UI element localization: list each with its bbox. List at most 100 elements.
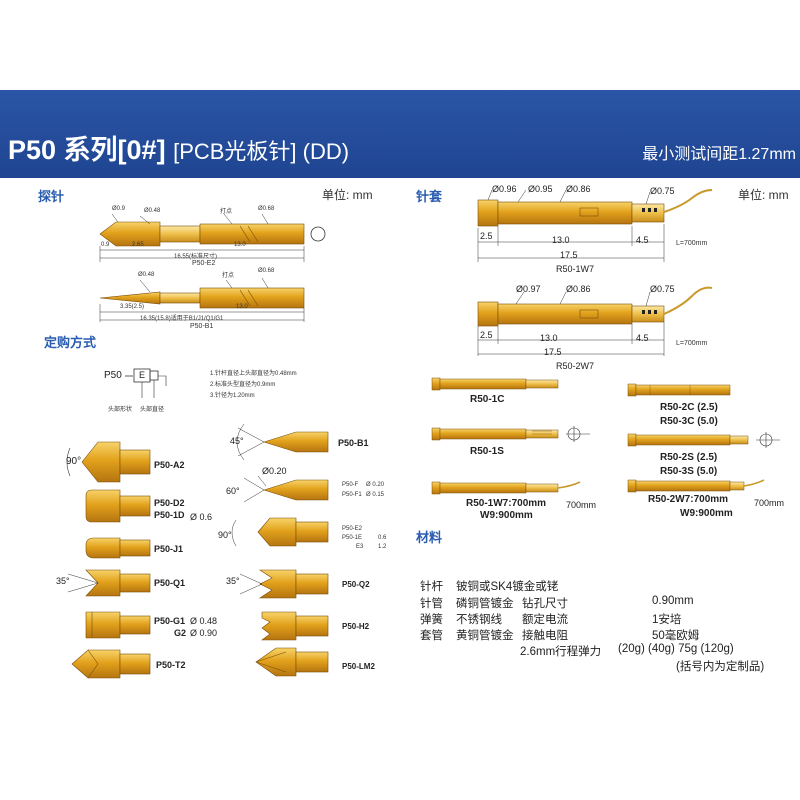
e2-len3: 13.0 — [234, 242, 246, 248]
mat-spec-2: 钻孔尺寸 — [522, 598, 568, 610]
f-angle: 60° — [226, 486, 240, 496]
mat-value-2: 0.90mm — [652, 595, 694, 607]
b1-len2: 13.0 — [236, 304, 248, 310]
mat-value-4: 50毫欧姆 — [652, 630, 700, 642]
w2-dia-1: Ø0.97 — [516, 284, 541, 294]
b1-name: P50-B1 — [190, 323, 214, 330]
e2-dia-tip: Ø0.9 — [112, 206, 126, 212]
tip-b1-label: P50-B1 — [338, 438, 369, 448]
mat-material-4: 黄铜管镀金 — [456, 630, 514, 642]
b1-len1: 3.35(2.5) — [120, 304, 145, 310]
tip-q2-label: P50-Q2 — [342, 580, 370, 589]
w7-wire: L=700mm — [676, 240, 708, 247]
r1c-label: R50-1C — [470, 394, 505, 405]
r3c-label: R50-3C (5.0) — [660, 416, 718, 427]
w7-total: 17.5 — [560, 250, 578, 260]
w2-dia-3: Ø0.75 — [650, 284, 675, 294]
mat-note: (括号内为定制品) — [676, 661, 765, 673]
b1-dia-body: Ø0.68 — [258, 268, 275, 274]
order-note-3: 3.针径为1.20mm — [210, 393, 255, 399]
order-code-prefix: P50 — [104, 370, 122, 381]
mat-spec-3: 额定电流 — [522, 614, 568, 626]
w2-len-2: 13.0 — [540, 333, 558, 343]
order-note-1: 1.针杆直径上头部直径为0.48mm — [210, 371, 297, 377]
rw-left-line1: R50-1W7:700mm — [466, 498, 547, 509]
tip-lm2-label: P50-LM2 — [342, 662, 375, 671]
e2-angle: 90° — [218, 530, 232, 540]
r2c-label: R50-2C (2.5) — [660, 402, 718, 413]
order-tag-shape: 头部形状 — [108, 407, 133, 413]
w7-dia-2: Ø0.95 — [528, 184, 553, 194]
tip-f-label: P50-F — [342, 482, 359, 488]
tip-g2-label: G2 — [174, 628, 187, 638]
tip-j1-label: P50-J1 — [154, 544, 184, 554]
w2-name: R50-2W7 — [556, 361, 595, 371]
w7-len-3: 4.5 — [636, 235, 649, 245]
mat-force-values: (20g) (40g) 75g (120g) — [618, 643, 734, 655]
order-note-2: 2.标准头型直径为0.9mm — [210, 382, 276, 388]
title-main: P50 系列[0#] — [8, 135, 166, 165]
b1-dia-neck: Ø0.48 — [138, 272, 155, 278]
rw-left-line2: W9:900mm — [480, 510, 533, 521]
socket-unit: 单位: mm — [738, 188, 789, 202]
tip-g1-dim: Ø 0.48 — [190, 616, 218, 626]
order-tag-diameter: 头部直径 — [140, 407, 165, 413]
a2-angle: 90° — [66, 456, 82, 467]
tip-g1-label: P50-G1 — [154, 616, 186, 626]
probe-unit: 单位: mm — [322, 188, 373, 202]
w7-name: R50-1W7 — [556, 264, 595, 274]
mat-material-2: 磷铜管镀金 — [456, 598, 514, 610]
mat-part-2: 针管 — [420, 598, 443, 610]
socket-section-title: 针套 — [416, 189, 443, 204]
e2-len1: 0.9 — [101, 242, 110, 248]
r3s-label: R50-3S (5.0) — [660, 466, 718, 477]
w2-wire: L=700mm — [676, 340, 708, 347]
e2-dia-neck: Ø0.48 — [144, 208, 161, 214]
tip-d2-dim: Ø 0.6 — [190, 512, 213, 522]
mat-force-label: 2.6mm行程弹力 — [520, 646, 602, 658]
header-banner — [0, 90, 800, 178]
w2-len-1: 2.5 — [480, 330, 493, 340]
rw-right-line2: W9:900mm — [680, 508, 733, 519]
f-top-dim: Ø0.20 — [262, 466, 287, 476]
e2-dia-body: Ø0.68 — [258, 206, 275, 212]
w7-len-2: 13.0 — [552, 235, 570, 245]
b1-mark: 打点 — [222, 273, 235, 279]
mat-spec-4: 接触电阻 — [522, 630, 568, 642]
tip-q1-label: P50-Q1 — [154, 578, 186, 588]
title-sub: [PCB光板针] (DD) — [173, 139, 350, 164]
tip-1d-label: P50-1D — [154, 510, 185, 520]
rw-right-length: 700mm — [754, 498, 785, 508]
e2-mark: 打点 — [220, 209, 233, 215]
w7-dia-1: Ø0.96 — [492, 184, 517, 194]
probe-section-title: 探针 — [38, 189, 65, 204]
mat-value-3: 1安培 — [652, 614, 682, 626]
w7-dia-3: Ø0.86 — [566, 184, 591, 194]
order-code-box: E — [139, 370, 146, 380]
mat-part-1: 针杆 — [420, 581, 443, 593]
tip-e2-label: P50-E2 — [342, 526, 363, 532]
tip-f1-dim: Ø 0.15 — [366, 492, 385, 498]
mat-part-3: 弹簧 — [420, 614, 443, 626]
e2-len2: 2.65 — [132, 242, 144, 248]
q2-angle: 35° — [226, 576, 240, 586]
tip-e-dim2: 1.2 — [378, 544, 387, 550]
tip-e-dim1: 0.6 — [378, 535, 387, 541]
rw-left-length: 700mm — [566, 500, 597, 510]
page-title: P50 系列[0#] [PCB光板针] (DD) — [8, 128, 349, 167]
material-section-title: 材料 — [416, 530, 443, 545]
min-pitch-text: 最小测试间距1.27mm — [642, 146, 796, 163]
w2-dia-2: Ø0.86 — [566, 284, 591, 294]
e2-name: P50-E2 — [192, 260, 216, 267]
tip-t2-label: P50-T2 — [156, 660, 186, 670]
tip-g2-dim: Ø 0.90 — [190, 628, 218, 638]
order-section-title: 定购方式 — [44, 335, 97, 350]
r1s-label: R50-1S — [470, 446, 504, 457]
